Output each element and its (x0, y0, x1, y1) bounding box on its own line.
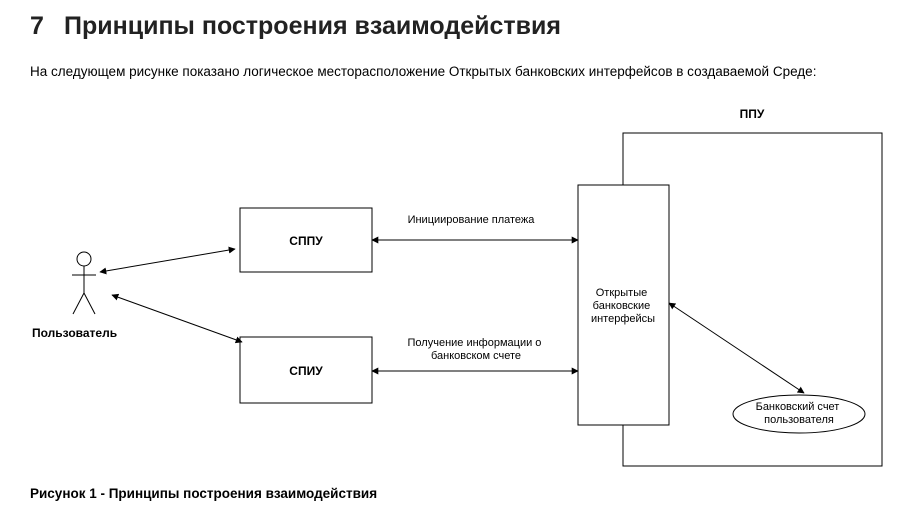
bank-account-label: Банковский счет пользователя (756, 401, 843, 426)
ppu-label: ППУ (740, 107, 765, 121)
section-heading: 7 Принципы построения взаимодействия (30, 12, 561, 41)
arrow-api-account (668, 302, 805, 394)
interaction-diagram: ППУ Открытые банковские интерфейсы СППУ … (32, 107, 883, 467)
arrow-user-sppu (99, 246, 236, 275)
figure-caption: Рисунок 1 - Принципы построения взаимоде… (30, 486, 378, 501)
bank-account-line: Банковский счет (756, 401, 840, 413)
spiu-label: СПИУ (289, 364, 323, 378)
sppu-label: СППУ (289, 234, 323, 248)
account-info-line: Получение информации о (408, 337, 542, 349)
spiu-box (239, 336, 373, 404)
payment-initiation-label: Инициирование платежа (408, 214, 536, 226)
bank-account-line: пользователя (764, 414, 834, 426)
user-label: Пользователь (32, 326, 117, 340)
section-title: Принципы построения взаимодействия (64, 12, 561, 40)
arrow-user-spiu (111, 293, 243, 344)
section-number: 7 (30, 12, 44, 40)
sppu-box (239, 207, 373, 273)
open-banking-api-label: Открытые банковские интерфейсы (591, 287, 655, 325)
account-info-label: Получение информации о банковском счете (408, 337, 545, 362)
bank-account-ellipse (732, 394, 866, 434)
api-label-line: интерфейсы (591, 313, 655, 325)
api-label-line: банковские (593, 300, 651, 312)
api-label-line: Открытые (596, 287, 648, 299)
account-info-line: банковском счете (431, 350, 521, 362)
intro-paragraph: На следующем рисунке показано логическое… (30, 64, 817, 79)
user-actor-icon (72, 251, 96, 315)
